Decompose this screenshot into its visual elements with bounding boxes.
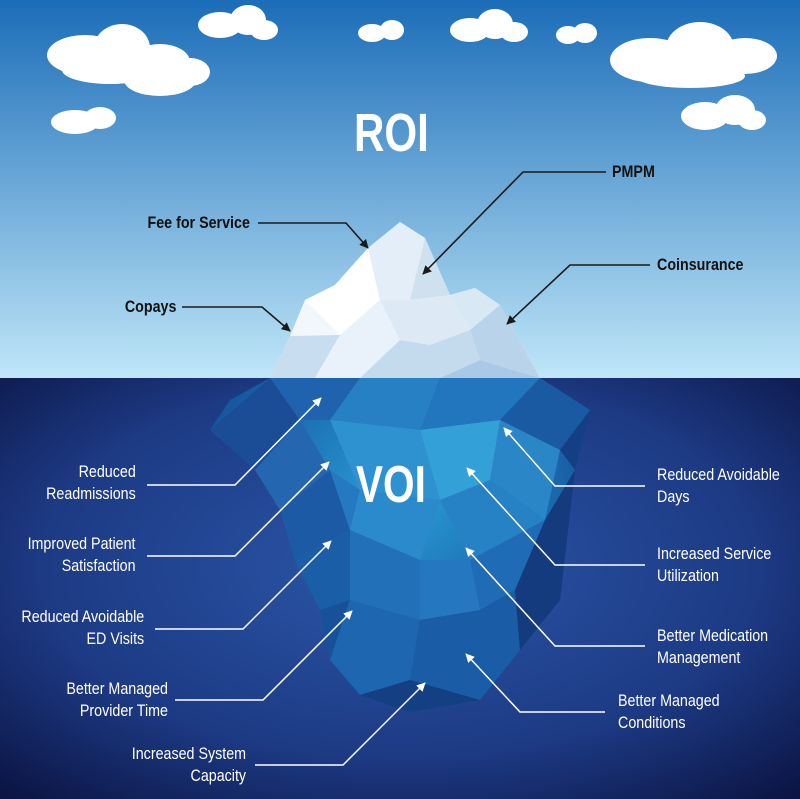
leader-increased-system-capacity: [255, 682, 426, 766]
leader-better-managed-conditions: [465, 653, 605, 713]
cloud: [556, 23, 597, 44]
voi-label-reduced-avoidable-ed-visits: Reduced Avoidable ED Visits: [21, 607, 144, 648]
voi-label-increased-system-capacity: Increased System Capacity: [131, 744, 246, 785]
roi-heading: ROI: [354, 103, 429, 163]
cloud: [681, 95, 766, 130]
roi-label-pmpm: PMPM: [612, 162, 655, 181]
iceberg-tip: [270, 222, 540, 378]
voi-label-improved-patient-satisfaction: Improved Patient Satisfaction: [28, 534, 136, 575]
voi-label-reduced-avoidable-days: Reduced Avoidable Days: [657, 465, 780, 506]
leader-improved-patient-satisfaction: [147, 461, 330, 557]
leader-reduced-readmissions: [147, 397, 322, 486]
clouds: [47, 5, 777, 134]
voi-label-reduced-readmissions: Reduced Readmissions: [46, 462, 136, 503]
roi-label-fee-for-service: Fee for Service: [147, 213, 250, 232]
voi-heading: VOI: [356, 456, 426, 514]
voi-label-increased-service-utilization: Increased Service Utilization: [657, 544, 772, 585]
cloud: [124, 58, 210, 96]
roi-leaders: [182, 171, 650, 332]
cloud: [610, 22, 777, 88]
leader-reduced-avoidable-ed-visits: [155, 540, 332, 630]
voi-leaders: [147, 397, 645, 766]
cloud: [358, 20, 404, 42]
leader-increased-service-utilization: [466, 467, 645, 566]
leader-better-medication-management: [465, 547, 645, 647]
leader-pmpm: [422, 171, 606, 275]
roi-label-coinsurance: Coinsurance: [657, 255, 744, 274]
roi-label-copays: Copays: [124, 297, 176, 316]
voi-label-better-managed-provider-time: Better Managed Provider Time: [66, 679, 168, 720]
cloud: [51, 107, 116, 134]
voi-label-better-medication-management: Better Medication Management: [657, 626, 769, 667]
leader-fee-for-service: [258, 222, 369, 249]
leader-coinsurance: [506, 264, 650, 325]
voi-label-better-managed-conditions: Better Managed Conditions: [618, 691, 720, 732]
iceberg-underwater: [210, 378, 590, 712]
cloud: [198, 5, 278, 40]
leader-better-managed-provider-time: [175, 610, 353, 701]
leader-reduced-avoidable-days: [503, 427, 645, 487]
leader-copays: [182, 306, 291, 332]
cloud: [450, 9, 528, 42]
